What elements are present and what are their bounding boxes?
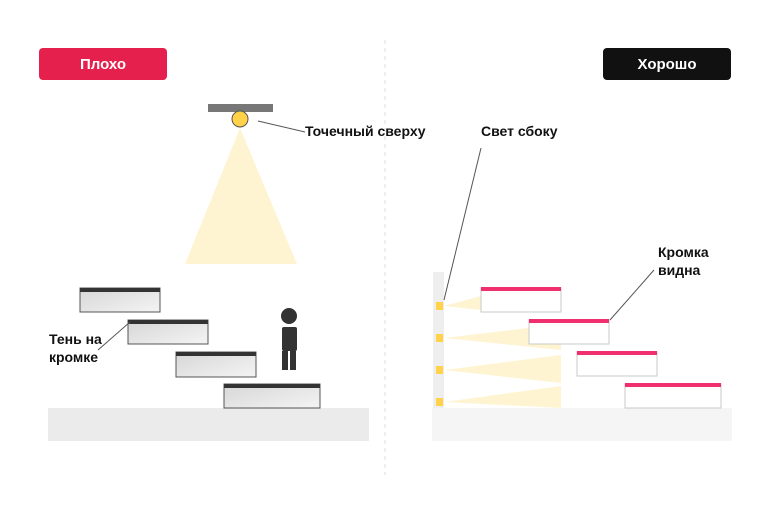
leader-spotlight — [257, 120, 306, 133]
stair-step — [175, 351, 257, 378]
spotlight-beam — [185, 128, 297, 264]
stair-step — [79, 287, 161, 313]
stair-step — [528, 319, 610, 345]
wall-light-icon — [436, 334, 443, 342]
stair-step — [127, 319, 209, 345]
label-shadow-line1: Тень на — [49, 331, 102, 347]
floor-left — [48, 408, 369, 441]
wall-light-icon — [436, 398, 443, 406]
stair-step — [223, 383, 321, 409]
bad-badge: Плохо — [39, 48, 167, 80]
stair-step — [480, 287, 562, 313]
stair-step — [624, 383, 722, 409]
stair-step — [576, 351, 658, 377]
good-panel: Свет сбоку Кромка видна — [432, 123, 732, 441]
leader-edge — [609, 269, 655, 321]
label-spotlight: Точечный сверху — [305, 123, 426, 139]
wall-light-icon — [436, 366, 443, 374]
label-edge-line2: видна — [658, 262, 701, 278]
leader-shadow — [97, 321, 131, 351]
spotlight-icon — [208, 104, 273, 128]
good-badge: Хорошо — [603, 48, 731, 80]
side-beam — [444, 296, 481, 310]
wall-light-icon — [436, 302, 443, 310]
label-edge-line1: Кромка — [658, 244, 709, 260]
bad-panel: Точечный сверху Тень на кромке — [48, 104, 426, 441]
good-badge-label: Хорошо — [637, 55, 697, 73]
side-beam — [444, 386, 561, 408]
side-beam — [444, 355, 561, 383]
floor-right — [432, 408, 732, 441]
person-icon — [281, 308, 297, 370]
label-shadow-line2: кромке — [49, 349, 98, 365]
bad-badge-label: Плохо — [79, 55, 127, 73]
leader-side-light — [443, 147, 482, 301]
label-side-light: Свет сбоку — [481, 123, 558, 139]
